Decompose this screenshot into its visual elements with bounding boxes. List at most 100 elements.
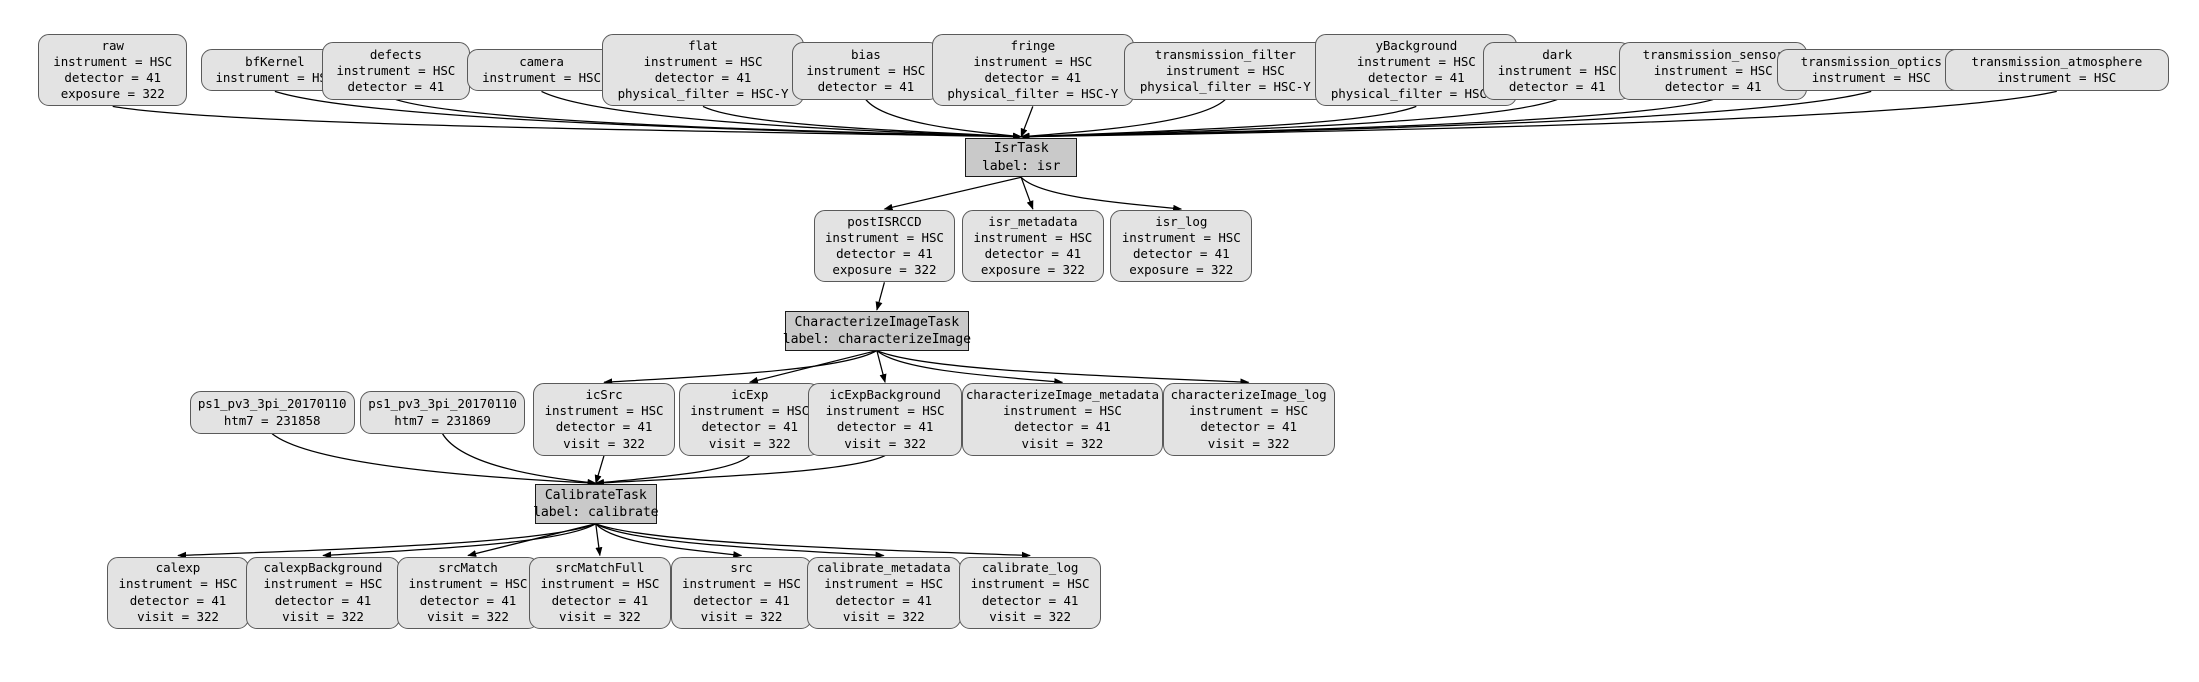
node-line: icSrc (585, 386, 623, 402)
node-line: src (730, 560, 753, 576)
node-line: ps1_pv3_3pi_20170110 (197, 396, 347, 412)
node-line: calibrate_metadata (816, 560, 951, 576)
node-line: instrument = HSC (1356, 53, 1476, 69)
edge-IsrTask-to-isr_log (1020, 176, 1183, 212)
node-line: detector = 41 (836, 419, 934, 435)
edge-CharacterizeImageTask-to-characterizeImage_metadata (876, 350, 1064, 386)
node-line: detector = 41 (1368, 70, 1465, 86)
node-line: instrument = HSC (973, 53, 1093, 69)
graph-edges (112, 90, 2057, 559)
edge-CalibrateTask-to-calibrate_log (595, 523, 1031, 559)
node-line: instrument = HSC (806, 62, 926, 78)
node-line: CharacterizeImageTask (794, 314, 960, 330)
node-line: physical_filter = HSC-Y (617, 86, 789, 102)
node-line: IsrTask (993, 141, 1049, 157)
node-line: characterizeImage_metadata (965, 386, 1159, 402)
node-line: transmission_filter (1154, 46, 1296, 62)
node-line: visit = 322 (559, 608, 641, 624)
edge-CalibrateTask-to-srcMatchFull (595, 523, 603, 557)
node-line: exposure = 322 (1129, 262, 1234, 278)
node-line: detector = 41 (701, 419, 798, 435)
node-line: detector = 41 (1200, 419, 1297, 435)
node-line: detector = 41 (1132, 246, 1230, 262)
node-line: detector = 41 (64, 70, 161, 86)
node-line: visit = 322 (282, 608, 364, 624)
node-line: detector = 41 (693, 592, 790, 608)
node-line: transmission_atmosphere (1971, 53, 2143, 69)
edge-CharacterizeImageTask-to-icExp (748, 349, 878, 384)
node-line: exposure = 322 (832, 262, 937, 278)
node-line: instrument = HSC (824, 576, 944, 592)
node-line: dark (1542, 46, 1572, 62)
node-line: instrument = HSC (1497, 62, 1617, 78)
node-line: raw (101, 37, 124, 53)
node-line: instrument = HSC (1189, 403, 1309, 419)
node-line: icExpBackground (829, 386, 941, 402)
node-line: instrument = HSC (1002, 403, 1122, 419)
node-line: characterizeImage_log (1170, 386, 1327, 402)
node-line: instrument = HSC (690, 403, 810, 419)
edge-IsrTask-to-postISRCCD (883, 176, 1022, 211)
node-line: detector = 41 (419, 592, 517, 608)
edge-CalibrateTask-to-calexpBackground (322, 523, 597, 559)
node-line: postISRCCD (847, 213, 922, 229)
node-line: ps1_pv3_3pi_20170110 (368, 396, 517, 412)
edge-CalibrateTask-to-src (595, 523, 743, 559)
node-line: transmission_sensor (1642, 46, 1784, 62)
node-line: visit = 322 (989, 608, 1071, 624)
node-line: instrument = HSC (824, 229, 944, 245)
node-line: visit = 322 (708, 435, 791, 451)
node-line: detector = 41 (984, 246, 1082, 262)
node-line: instrument = HSC (1653, 62, 1773, 78)
edge-fringe-to-IsrTask (1020, 106, 1034, 138)
node-line: visit = 322 (844, 435, 926, 451)
edge-yBackground-to-IsrTask (1020, 105, 1417, 140)
node-line: exposure = 322 (60, 86, 165, 102)
edge-CalibrateTask-to-srcMatch (467, 523, 596, 557)
node-line: detector = 41 (347, 79, 445, 95)
node-line: instrument = HSC (1811, 70, 1931, 86)
node-line: CalibrateTask (544, 487, 647, 503)
node-line: instrument = HSC (1121, 229, 1241, 245)
node-line: yBackground (1375, 37, 1458, 53)
node-line: instrument = HSC (1997, 70, 2117, 86)
node-line: flat (688, 37, 718, 53)
node-line: instrument = HSC (544, 403, 664, 419)
node-line: calibrate_log (981, 560, 1079, 576)
node-line: visit = 322 (1021, 435, 1104, 451)
node-line: detector = 41 (654, 70, 752, 86)
node-line: instrument = HSC (973, 229, 1093, 245)
